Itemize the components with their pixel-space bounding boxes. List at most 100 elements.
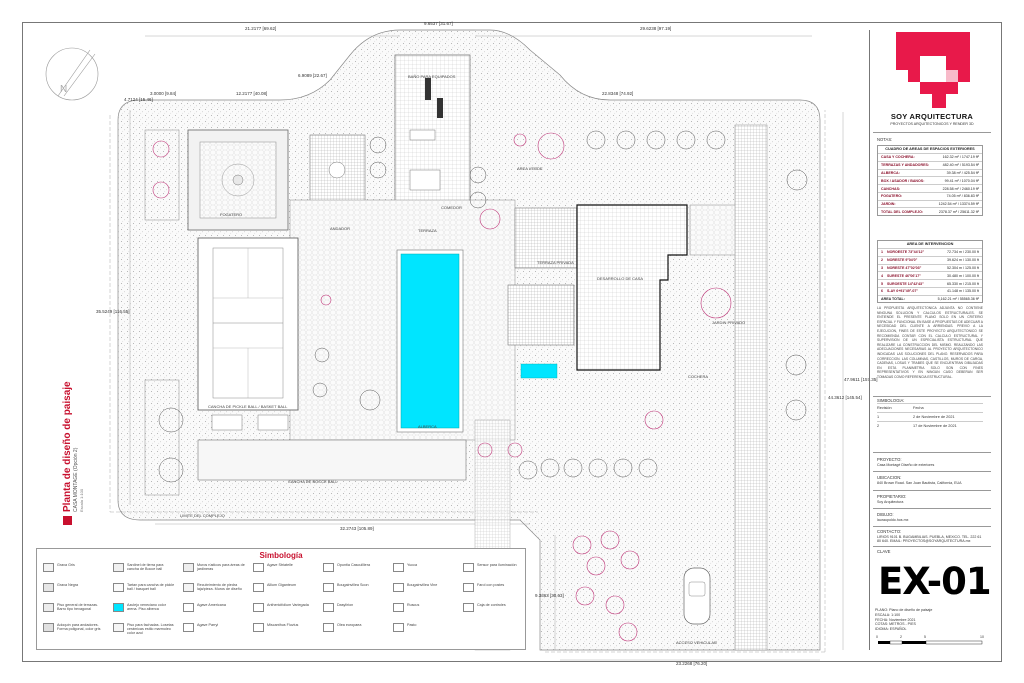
legend-swatch — [393, 603, 404, 612]
legend-item: Bougainvillea Soon — [323, 583, 385, 592]
legend-item: Piso para fachadas. Losetas cerámicas es… — [113, 623, 175, 636]
label-desarrollo: DESARROLLO DE CASA — [597, 276, 644, 281]
legend-item: Farol con postes — [463, 583, 525, 592]
legend-label: Olea europaea — [337, 623, 362, 627]
legend-label: Anthericifolium Variegada — [267, 603, 309, 607]
legend-item: Azulejo veneciano color arena. Piso albe… — [113, 603, 175, 612]
dim-6: 12.2177 [40.08] — [236, 91, 268, 96]
legend-item: Allium Giganteum — [253, 583, 315, 592]
label-alberca: ALBERCA — [418, 424, 437, 429]
legend-swatch — [323, 563, 334, 572]
vertical-title-block: Planta de diseño de paisaje CASA MONTAGE… — [62, 381, 84, 525]
label-cochera: COCHERA — [688, 374, 709, 379]
divider — [873, 526, 991, 527]
scale-tick: 0 — [876, 635, 878, 639]
legend-swatch — [183, 563, 194, 572]
propietario-label: PROPIETARIO: — [877, 494, 907, 499]
areas-row: CASA Y COCHERA:162.32 m² / 1747.19 ft² — [878, 153, 982, 161]
legend-swatch — [43, 583, 54, 592]
legend-label: Caja de controles — [477, 603, 506, 607]
legend-item: Caja de controles — [463, 603, 525, 612]
label-terraza-privada: TERRAZA PRIVADA — [537, 260, 574, 265]
legend-swatch — [43, 623, 54, 632]
legend-item: Agave Striatelle — [253, 563, 315, 572]
scale-tick: 10 — [980, 635, 984, 639]
notas-label: NOTAS: — [877, 137, 893, 142]
vertical-scale: Escala 1:100 — [79, 488, 84, 512]
legend-item: Ruscus — [393, 603, 455, 612]
legend-swatch — [113, 563, 124, 572]
legend-label: Grava Gris — [57, 563, 75, 567]
legend-swatch — [113, 583, 124, 592]
label-fogatero: FOGATERO — [220, 212, 243, 217]
legend-item: Recubrimiento de piedra laja/pieza. Muro… — [183, 583, 245, 592]
areas-row: CANCHAS:228.58 m² / 2460.19 ft² — [878, 184, 982, 192]
divider — [873, 132, 991, 133]
ubicacion-label: UBICACION: — [877, 475, 902, 480]
revision-header: Revisión Fecha — [877, 403, 983, 412]
legend-swatch — [393, 623, 404, 632]
north-arrow-icon: N — [45, 47, 99, 101]
legend-item: Sardinel de tierra para cancha de Bocce … — [113, 563, 175, 572]
svg-text:N: N — [60, 84, 67, 95]
brand-logo — [896, 32, 970, 108]
legend-swatch — [393, 583, 404, 592]
proyecto-value: Casa Montagé Diseño de exteriores — [877, 463, 935, 467]
legend-item: Dasylirion — [323, 603, 385, 612]
legend-swatch — [463, 583, 474, 592]
label-cancha-bocce: CANCHA DE BOCCE BALL — [288, 479, 338, 484]
brand-name: SOY ARQUITECTURA — [890, 112, 974, 121]
legend-label: Dasylirion — [337, 603, 354, 607]
legend-swatch — [183, 623, 194, 632]
legend-label: Yucca — [407, 563, 418, 567]
divider — [873, 546, 991, 547]
legend-item: Muros rústicos para áreas de jardineras — [183, 563, 245, 572]
legend-swatch — [253, 583, 264, 592]
label-cancha-pickle: CANCHA DE PICKLE BALL / BASKET BALL — [208, 404, 288, 409]
dim-11: 44.3612 [145.54] — [828, 395, 862, 400]
legend-item: Agave Parryi — [183, 623, 245, 632]
dim-13: 23.2268 [76.20] — [676, 661, 708, 666]
dim-8: 22.8348 [74.92] — [602, 91, 634, 96]
label-area-verde: AREA VERDE — [517, 166, 543, 171]
legend-swatch — [323, 583, 334, 592]
legend-item: Adoquín para andadores. Forma poligonal,… — [43, 623, 105, 632]
legend-label: Pasto — [407, 623, 417, 627]
revision-row: 1 2 de Noviembre de 2021 — [877, 412, 983, 421]
legend-swatch — [113, 603, 124, 612]
dibujo-label: DIBUJO: — [877, 512, 894, 517]
intervention-table-title: AREA DE INTERVENCION — [906, 242, 954, 246]
label-acceso: ACCESO VEHICULAR — [676, 640, 717, 645]
divider — [873, 471, 991, 472]
divider — [873, 396, 991, 397]
scale-tick: 5 — [924, 635, 926, 639]
legend-label: Bougainvillea Soon — [337, 583, 369, 587]
legend-item: Tartan para cancha de pickle ball / basq… — [113, 583, 175, 592]
dim-2: 9.6537 [31.67] — [424, 21, 453, 26]
areas-row: JARDIN:1242.54 m² / 13374.59 ft² — [878, 199, 982, 208]
areas-row: ALBERCA:39.38 m² / 425.54 ft² — [878, 168, 982, 177]
revision-table: Revisión Fecha 1 2 de Noviembre de 2021 … — [877, 403, 983, 430]
legend-label: Sensor para iluminación — [477, 563, 517, 567]
proyecto-label: PROYECTO: — [877, 457, 902, 462]
legend-label: Opuntia Cascuilliera — [337, 563, 370, 567]
legend-label: Ruscus — [407, 603, 420, 607]
legend-swatch — [183, 603, 194, 612]
agave-symbols — [158, 130, 808, 483]
legend-label: Agave Parryi — [197, 623, 219, 627]
propietario-value: Soy Arquitectura — [877, 500, 904, 504]
legend-item: Pasto — [393, 623, 455, 632]
legend-title: Simbología — [259, 551, 303, 560]
legend-item: Anthericifolium Variegada — [253, 603, 315, 612]
dim-7: 3.0000 [9.84] — [150, 91, 177, 96]
legend-item: Olea europaea — [323, 623, 385, 632]
divider — [873, 508, 991, 509]
intervention-total: AREA TOTAL: 5,162.21 m² / 55565.36 ft² — [878, 294, 982, 303]
divider — [873, 490, 991, 491]
legend-item: Agave Americana — [183, 603, 245, 612]
legend-item: Yucca — [393, 563, 455, 572]
